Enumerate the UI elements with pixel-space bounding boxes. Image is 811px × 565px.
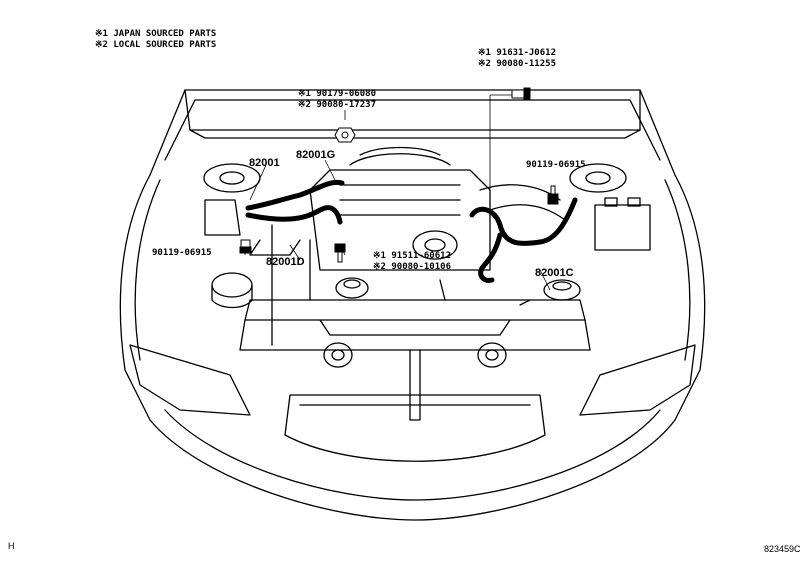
radiator-support [244,299,586,321]
headlight-right [579,344,696,416]
horn-left [323,342,353,368]
part-label-82001: 82001 [249,157,280,169]
bolt-91511-icon [334,243,346,263]
radiator-cap [335,277,369,299]
part-label-82001G: 82001G [296,149,336,161]
callout-bolt-top-right-line1: ※1 91631-J0612 [478,48,556,58]
part-label-82001C: 82001C [535,267,574,279]
bolt-left-icon [239,239,252,254]
callout-bolt-left: 90119-06915 [152,248,212,258]
right-strut-tower [569,163,627,193]
battery [594,204,651,251]
bolt-right-icon [547,185,559,205]
harness-82001C [469,197,578,246]
legend-line-2: ※2 LOCAL SOURCED PARTS [95,40,217,50]
harness-82001G [245,179,345,211]
left-fender [119,174,151,421]
corner-mark: H [8,541,15,551]
hood-inner [164,99,661,161]
figure-id: 823459C [764,544,801,554]
part-label-82001D: 82001D [266,256,305,268]
callout-nut-top-center-line2: ※2 90080-17237 [298,100,376,110]
callout-bolt-top-right-line2: ※2 90080-11255 [478,59,556,69]
callout-bolt-right: 90119-06915 [526,160,586,170]
reservoir-left [204,199,241,236]
callout-bolt-center-line1: ※1 91511-60612 [373,251,451,261]
hood-outline [149,89,676,176]
bolt-91631-icon [511,87,531,101]
grille [284,394,546,462]
callout-bolt-center-line2: ※2 90080-10106 [373,262,451,272]
headlight-left [129,344,251,416]
right-fender [674,174,706,421]
harness-82001D [245,205,343,225]
callout-nut-top-center-line1: ※1 90179-06080 [298,89,376,99]
legend-line-1: ※1 JAPAN SOURCED PARTS [95,29,217,39]
horn-right [477,342,507,368]
front-bumper [149,419,676,521]
nut-90179-icon [334,127,356,143]
